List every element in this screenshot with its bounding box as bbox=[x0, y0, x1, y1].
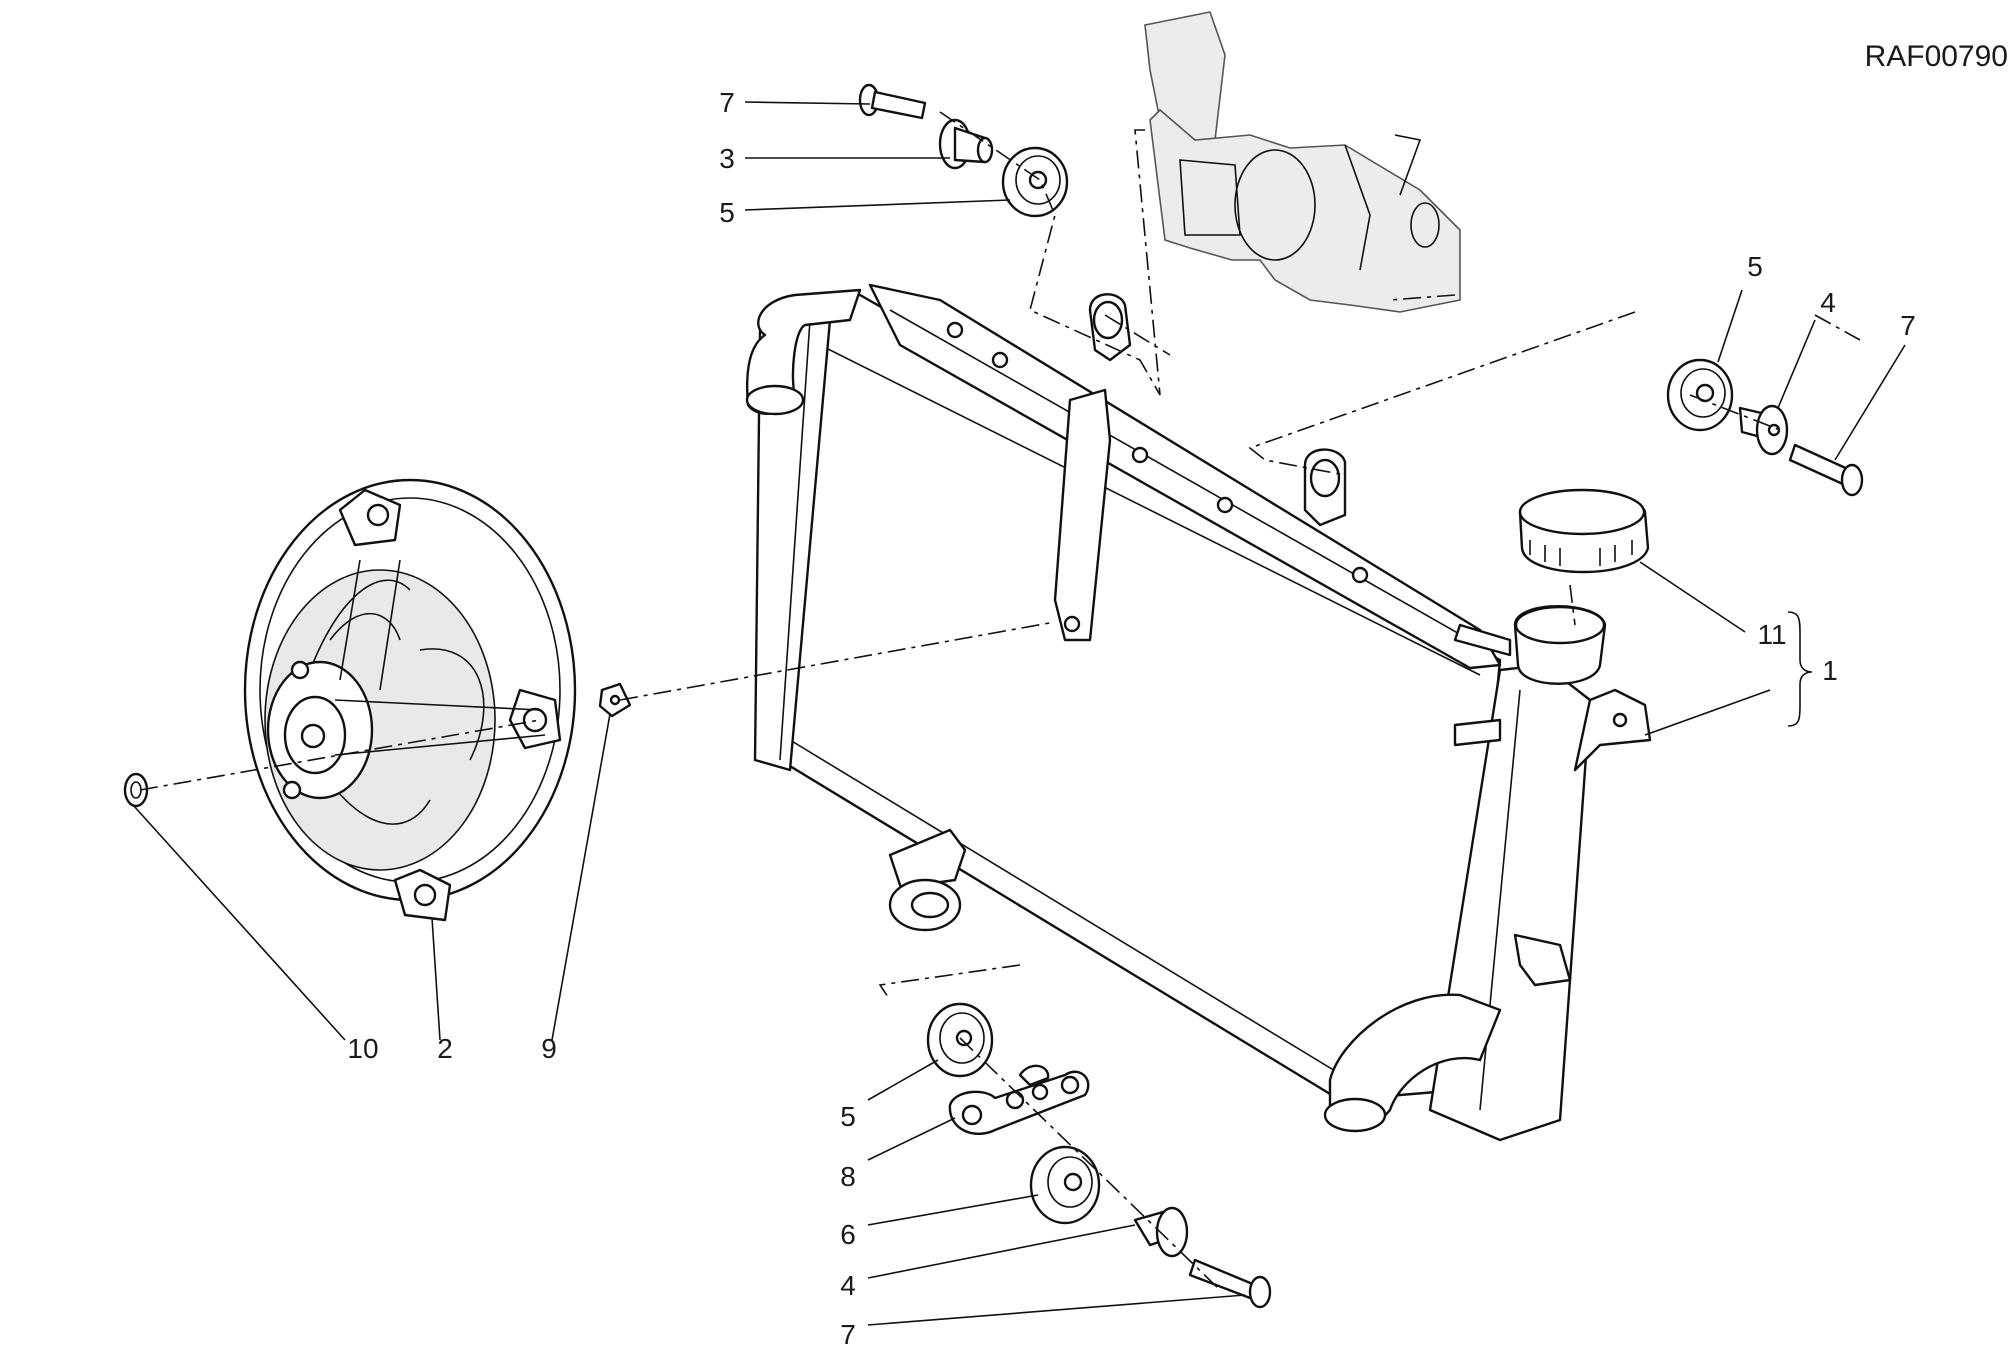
callout-bottom-bolt: 7 bbox=[840, 1319, 856, 1350]
callout-bottom-grommet-large: 6 bbox=[840, 1219, 856, 1250]
bottom-grommet-large bbox=[1029, 1145, 1101, 1225]
assembly-axes bbox=[139, 111, 1861, 1291]
callout-labels: 7 3 5 5 4 7 11 1 10 2 9 5 8 6 4 7 bbox=[347, 87, 1915, 1350]
drawing-reference: RAF00790 bbox=[1865, 40, 2008, 73]
callout-fan: 2 bbox=[437, 1033, 453, 1064]
callout-top-grommet: 5 bbox=[719, 197, 735, 228]
callout-cap: 11 bbox=[1757, 619, 1786, 650]
right-bolt bbox=[1788, 443, 1864, 497]
mounting-link-bracket bbox=[948, 1064, 1090, 1135]
callout-clip: 9 bbox=[541, 1033, 557, 1064]
callout-right-spacer: 4 bbox=[1820, 287, 1836, 318]
bottom-spacer bbox=[1133, 1206, 1189, 1258]
callout-right-bolt: 7 bbox=[1900, 310, 1916, 341]
callout-bottom-grommet: 5 bbox=[840, 1101, 856, 1132]
top-bolt bbox=[858, 83, 927, 120]
top-spacer bbox=[938, 118, 994, 170]
assembly-brace bbox=[1787, 611, 1813, 727]
right-grommet bbox=[1666, 358, 1734, 432]
leader-lines bbox=[132, 101, 1906, 1326]
fan-screw bbox=[123, 772, 149, 808]
bottom-grommet bbox=[926, 1002, 994, 1078]
callout-bottom-spacer: 4 bbox=[840, 1270, 856, 1301]
callout-right-grommet: 5 bbox=[1747, 251, 1763, 282]
radiator bbox=[745, 283, 1652, 1142]
callout-assembly: 1 bbox=[1822, 655, 1838, 686]
frame-bracket-ghost bbox=[1144, 11, 1461, 313]
callout-fan-screw: 10 bbox=[347, 1033, 378, 1064]
cooling-fan bbox=[243, 478, 577, 922]
callout-bracket: 8 bbox=[840, 1161, 856, 1192]
top-grommet bbox=[1001, 146, 1069, 218]
radiator-cap bbox=[1518, 488, 1650, 574]
callout-top-bolt: 7 bbox=[719, 87, 735, 118]
callout-top-spacer: 3 bbox=[719, 143, 735, 174]
right-spacer bbox=[1738, 404, 1789, 456]
clip-nut bbox=[598, 682, 632, 718]
bottom-bolt bbox=[1188, 1258, 1272, 1309]
